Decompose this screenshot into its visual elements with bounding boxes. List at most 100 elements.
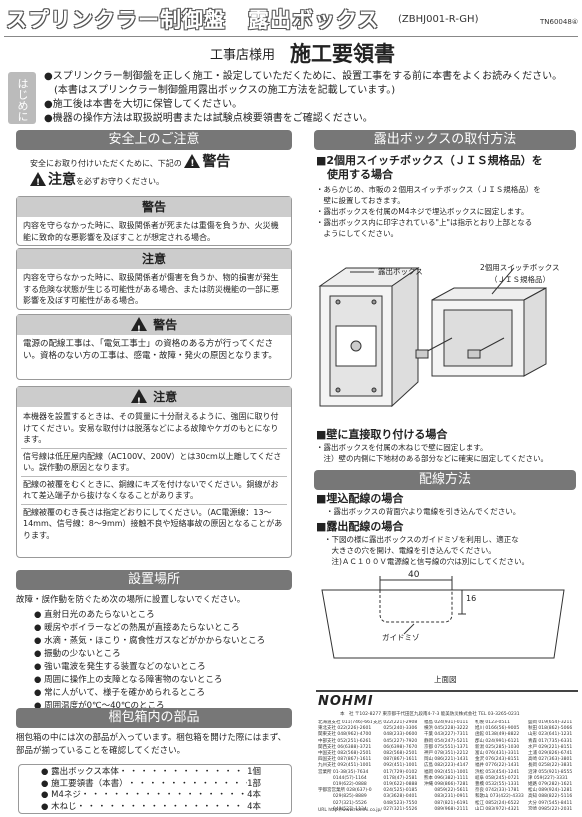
wiring-header: 配線方法 [314,470,576,490]
branch-entry: 岐阜 058(245)-0721 [475,775,520,781]
header-divider [4,36,578,37]
mounting-s2-title: ■壁に直接取り付ける場合 [316,428,448,441]
caution-box-title: 注意 [153,390,178,404]
branch-entry: 高知 088(822)-5116 [528,794,573,800]
warning-def-text: 内容を守らなかった時に、取扱関係者が死または重傷を負うか、火災機能に致命的な悪影… [23,221,279,242]
wiring-s2-line: ・下図の様に露出ボックスのガイドミゾを利用し、適正な [324,535,519,544]
branch-entry: 0859(22)-5611 [424,788,469,794]
brand-logo: NOHMI [318,694,374,709]
mounting-s1-line: 壁に設置しておきます。 [316,196,405,205]
company-address: 本 社 〒102-8277 東京都千代田区九段南4-7-3 能美防災株式会社 T… [340,712,520,717]
branch-entry: 静岡 054(247)-5211 [424,738,469,744]
branch-entry: 019(622)-0888 [318,782,367,788]
branch-entry: 019(622)-0888 [373,782,418,788]
branch-entry: 函館 0138(49)-8822 [475,732,520,738]
branch-entry: 札幌 0123-0511 [475,720,510,725]
branch-entry: 山口 083(972)-4321 [475,806,520,810]
branch-entry: 和歌山 073(422)-4333 [475,794,524,800]
label-guide-groove: ガイドミゾ [382,633,420,642]
caution-box-header: 注意 [17,387,291,412]
warning-box-text: 電源の配線工事は、「電気工事士」の資格のある方が行ってください。資格のない方の工… [23,339,277,361]
caution-item: 信号線は低圧屋内配線（AC100V、200V）とは30cm以上離してください。誤… [21,449,287,477]
location-item: ● 強い電波を発生する装置などのないところ [34,662,206,672]
branch-entry: 奈良 0742(33)-1781 [475,788,520,794]
branch-entry: 営業所 01-38(35)-7634 [318,769,369,775]
branch-entry: 中国支社 082(568)-2501 [318,751,372,757]
branch-entry: 092(451)-1001 [373,763,418,769]
branch-entry: 083(231)-0911 [424,794,469,800]
location-item: ● 暖房やボイラーなどの熱風が直接あたらないところ [34,623,240,633]
warning-icon [184,154,201,171]
caution-item: 配線被覆のむき長さは指定どおりにしてください。（AC電源線：13～14mm、信号… [23,507,283,540]
branch-entry: 048(527)-1134 [318,806,367,810]
footer-divider [316,690,578,692]
branch-entry: 九州支社 092(451)-1001 [318,763,372,769]
switch-box-drawing [415,287,547,377]
caution-item: 本機器を設置するときは、その質量に十分耐えるように、強固に取り付けてください。安… [21,409,287,449]
branch-entry: 神戸 078(351)-2212 [424,751,469,757]
exposed-box-drawing [318,267,420,408]
location-item: ● 周囲温度が0℃～40℃のところ [34,701,165,711]
warning-definition-box: 警告 内容を守らなかった時に、取扱関係者が死または重傷を負うか、火災機能に致命的… [16,196,292,246]
parts-item: ● 施工要領書（本書）・・・・・・・・・・・・・・・・・・1部 [41,778,261,789]
dim-height: 16 [466,594,477,603]
intro-tag: はじめに [8,72,36,124]
branch-entry: 宇都宮営業所 028(637)-0317 [318,788,372,794]
caution-def-text: 内容を守らなかった時に、取扱関係者が傷害を負うか、物的損害が発生する危険な状態が… [23,273,279,305]
subtitle-main: 施工要領書 [290,42,395,66]
label-switch-box-1: 2個用スイッチボックス [480,263,560,272]
branch-entry: 025(240)-3306 [373,726,418,732]
branch-entry: 支店 022(221)-2908 [373,720,418,725]
subtitle-label: 工事店様用 [210,48,276,63]
branch-entry: 豊橋 0532(55)-1331 [475,782,520,788]
branch-entry: 029(825)-8889 [318,794,367,800]
mounting-section-1: ■2個用スイッチボックス（ＪＩＳ規格品）を 使用する場合 ・あらかじめ、市販の２… [316,154,578,239]
mounting-s1-line: ・露出ボックス内に印字されている"上"は指示とおり上部となる [316,218,533,227]
branch-entry: 長岡 0258(22)-3831 [528,763,573,769]
branch-entry: 姫路 079(282)-1621 [528,782,573,788]
safety-lead2-text: を必ずお守りください。 [76,177,164,186]
branch-entry: 087(821)-6191 [424,800,469,806]
caution-box: 注意 本機器を設置するときは、その質量に十分耐えるように、強固に取り付けてくださ… [16,386,292,558]
caution-item: 配線の被覆をむくときに、銅線にキズを付けないでください。銅線がおれて差込端子から… [21,477,287,505]
branch-entry: 045(227)-7920 [373,738,418,744]
branch-entry: 土浦 029(826)-6741 [528,751,573,757]
branch-entry: 087(867)-1611 [373,757,418,763]
wiring-s2-line: 大きさの穴を開け、電線を引き込んでください。 [324,546,496,555]
mounting-s1-title2: 使用する場合 [316,168,393,181]
branch-entry: 青森 017(735)-6331 [528,738,573,744]
branch-entry: 新潟 025(285)-1030 [475,744,520,750]
warning-box-title: 警告 [153,318,178,332]
location-item: ● 直射日光のあたらないところ [34,610,155,620]
branch-entry: 082(568)-2501 [373,751,418,757]
branch-entry: 高崎 027(363)-3801 [528,757,573,763]
mounting-header: 露出ボックスの取付方法 [314,130,576,150]
intro-text: ●スプリンクラー制御盤を正しく施工・設定していただくために、設置工事をする前に本… [44,70,574,126]
caution-definition-box: 注意 内容を守らなかった時に、取扱関係者が傷害を負うか、物的損害が発生する危険な… [16,248,292,310]
branch-entry: 中部支社 052(251)-6261 [318,738,372,744]
branch-entry: 東北支社 022(226)-2601 [318,726,372,732]
branch-entry: 017(729)-0102 [373,769,418,775]
warning-def-title: 警告 [17,197,291,217]
branch-entry: 089(968)-2111 [424,806,469,810]
parts-item: ● M4ネジ・・・・・・・・・・・・・・・・・・・・・4本 [41,790,261,800]
branch-entry: 水戸 029(221)-8151 [528,744,573,750]
branch-entry: 024(525)-0185 [373,788,418,794]
branch-entry: 四国支社 087(867)-1611 [318,757,372,763]
branch-entry: 027(321)-5526 [318,800,367,806]
mounting-section-2: ■壁に直接取り付ける場合 ・露出ボックスを付属の木ねじで壁に固定します。 注）壁… [316,428,578,464]
branch-entry: 関東支社 048(962)-4700 [318,732,372,738]
warning-box-header: 警告 [17,315,291,340]
branch-entry: 松山 089(924)-1281 [528,788,573,794]
mounting-illustration [318,267,547,408]
wiring-s1-title: ■埋込配線の場合 [316,492,404,505]
parts-header: 梱包箱内の部品 [16,708,292,728]
branch-entry: 横浜 045(228)-3222 [424,726,469,732]
branch-entry: 関西支社 06(6388)-3721 [318,744,372,750]
label-top-view: 上面図 [434,675,457,684]
branch-entry: 048(523)-7550 [373,800,418,806]
branch-entry: 03(3628)-0401 [373,794,418,800]
branch-entry: 大分 097(545)-8411 [528,800,573,806]
branch-entry: 秋田 018(862)-5066 [528,726,573,732]
